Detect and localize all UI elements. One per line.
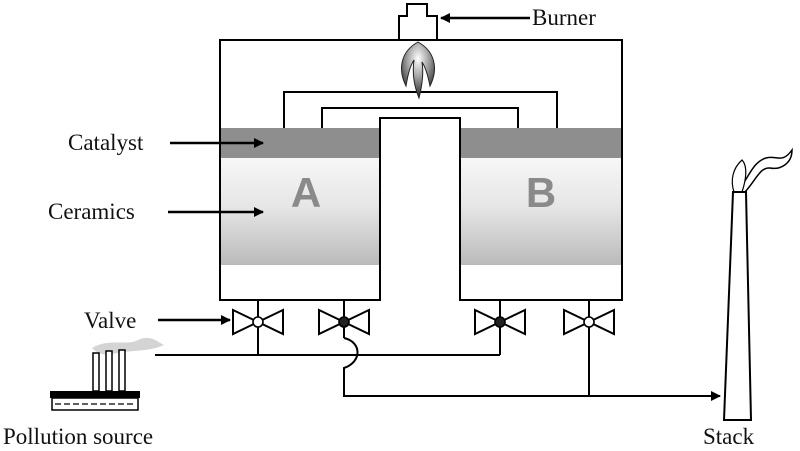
bed-a-letter: A xyxy=(291,169,321,216)
flame-icon xyxy=(401,41,435,100)
bed-b-letter: B xyxy=(526,169,556,216)
valve-2[interactable] xyxy=(318,308,370,336)
burner-label: Burner xyxy=(532,5,596,30)
valve-4[interactable] xyxy=(563,308,615,336)
valve-label: Valve xyxy=(84,308,136,333)
bed-b-ceramics xyxy=(461,158,621,265)
valve-1-disc-icon xyxy=(252,316,264,328)
ceramics-label: Ceramics xyxy=(48,199,135,224)
valve-3[interactable] xyxy=(474,308,526,336)
outlet-header xyxy=(343,337,721,401)
valve-4-disc-icon xyxy=(583,316,595,328)
factory-icon xyxy=(50,337,164,411)
bed-b-catalyst xyxy=(461,128,621,158)
valve-1[interactable] xyxy=(232,308,284,336)
stack-icon xyxy=(722,147,793,421)
center-duct xyxy=(379,117,461,300)
burner: Burner xyxy=(398,3,596,100)
burner-body-icon xyxy=(398,3,438,41)
valve-3-disc-icon xyxy=(494,316,506,328)
valve-2-disc-icon xyxy=(338,316,350,328)
stack-label: Stack xyxy=(703,424,755,449)
catalyst-label: Catalyst xyxy=(68,130,144,155)
bed-b: B xyxy=(461,128,621,265)
bed-a: A xyxy=(221,128,379,265)
pollution-source-label: Pollution source xyxy=(3,424,153,449)
valve-stems xyxy=(257,300,590,396)
inner-hood xyxy=(321,107,519,128)
